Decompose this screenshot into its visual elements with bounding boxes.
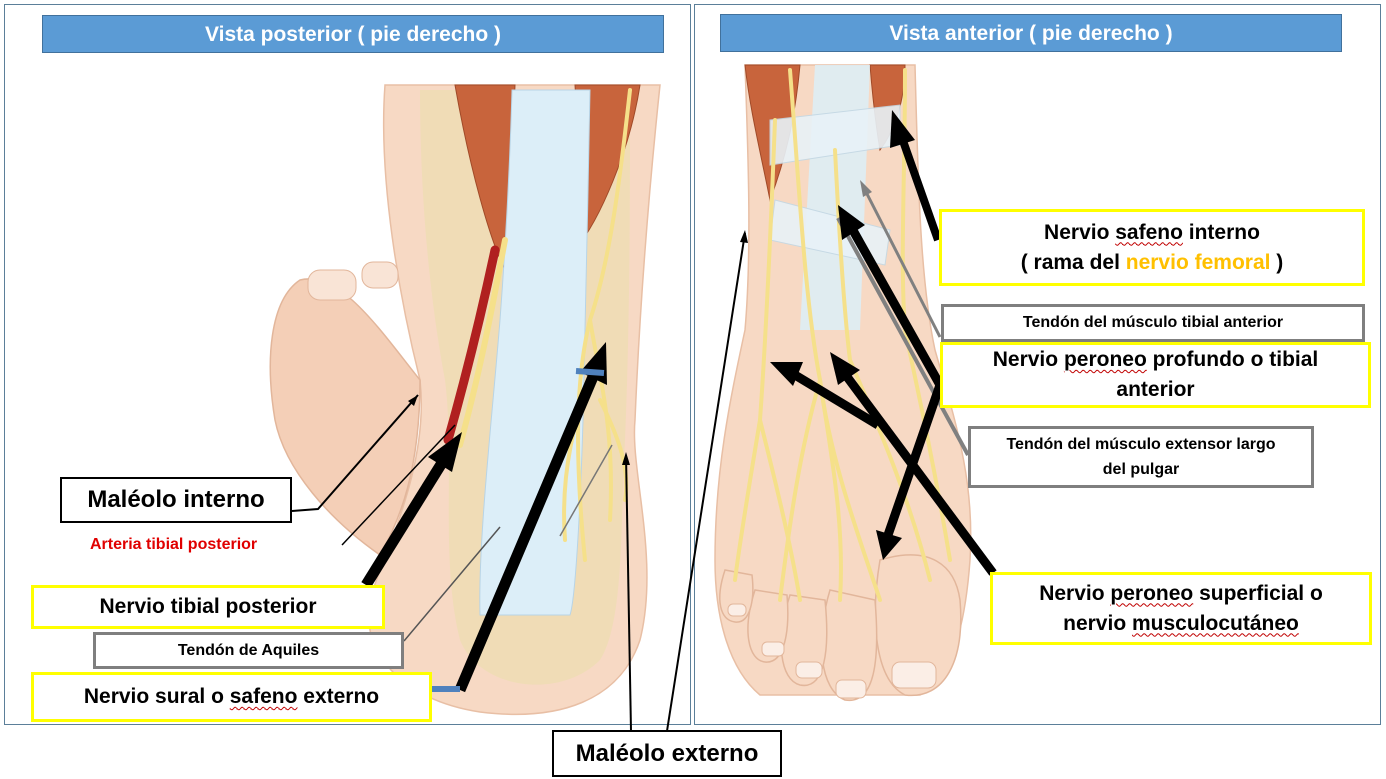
- arrowhead: [408, 395, 418, 406]
- label-tendon-tibial-anterior: Tendón del músculo tibial anterior: [941, 304, 1365, 342]
- pointer-tendon-extensor: [836, 217, 970, 456]
- pointer-thin: [559, 444, 613, 537]
- label-arteria-tibial-posterior: Arteria tibial posterior: [90, 536, 258, 553]
- pointer-tendon-tibial: [863, 189, 942, 338]
- label-tendon-aquiles: Tendón de Aquiles: [93, 632, 404, 669]
- anterior-foot-drawing: [714, 64, 972, 701]
- pointer-maleolo-externo-ant: [666, 232, 746, 732]
- pointer-arteria: [341, 424, 456, 546]
- posterior-foot-drawing: [269, 84, 661, 716]
- pointer-maleolo-externo-post: [625, 454, 632, 732]
- anterior-nerves: [733, 68, 952, 602]
- arrowhead: [428, 432, 462, 472]
- arrowhead: [622, 452, 630, 465]
- pointer-peroneo-profundo-up: [846, 222, 944, 388]
- pointer-lines: [291, 110, 997, 732]
- posterior-tibial-nerve: [457, 237, 508, 448]
- label-nervio-peroneo-profundo: Nervio peroneo profundo o tibial anterio…: [940, 342, 1371, 408]
- label-maleolo-interno: Maléolo interno: [60, 477, 292, 523]
- anterior-view-header: Vista anterior ( pie derecho ): [720, 14, 1342, 52]
- pointer-maleolo-interno: [291, 394, 419, 512]
- label-nervio-sural: Nervio sural o safeno externo: [31, 672, 432, 722]
- arrowhead: [860, 180, 872, 197]
- label-tendon-extensor: Tendón del músculo extensor largo del pu…: [968, 426, 1314, 488]
- posterior-artery: [443, 245, 500, 445]
- label-nervio-tibial-posterior: Nervio tibial posterior: [31, 585, 385, 629]
- arrowhead: [876, 530, 902, 560]
- pointer-safeno-interno: [898, 136, 942, 242]
- label-maleolo-externo: Maléolo externo: [552, 730, 782, 777]
- anterior-toenails: [727, 603, 937, 699]
- pointer-aquiles: [403, 526, 501, 642]
- posterior-view-header: Vista posterior ( pie derecho ): [42, 15, 664, 53]
- pointer-peroneo-superficial-b: [787, 368, 881, 429]
- arrowhead: [830, 352, 860, 385]
- pointer-peroneo-superficial-a: [838, 367, 997, 576]
- label-nervio-safeno-interno: Nervio safeno interno ( rama del nervio …: [939, 209, 1365, 286]
- arrowhead: [770, 362, 803, 386]
- arrowhead: [740, 230, 748, 243]
- sural-blue-mark: [575, 368, 605, 376]
- arrowhead: [838, 205, 865, 240]
- arrowhead: [890, 110, 915, 148]
- posterior-toe: [307, 269, 357, 301]
- label-nervio-peroneo-superficial: Nervio peroneo superficial o nervio musc…: [990, 572, 1372, 645]
- pointer-nervio-tibial: [361, 455, 450, 588]
- posterior-toe: [361, 261, 399, 289]
- pointer-nervio-sural: [454, 369, 601, 693]
